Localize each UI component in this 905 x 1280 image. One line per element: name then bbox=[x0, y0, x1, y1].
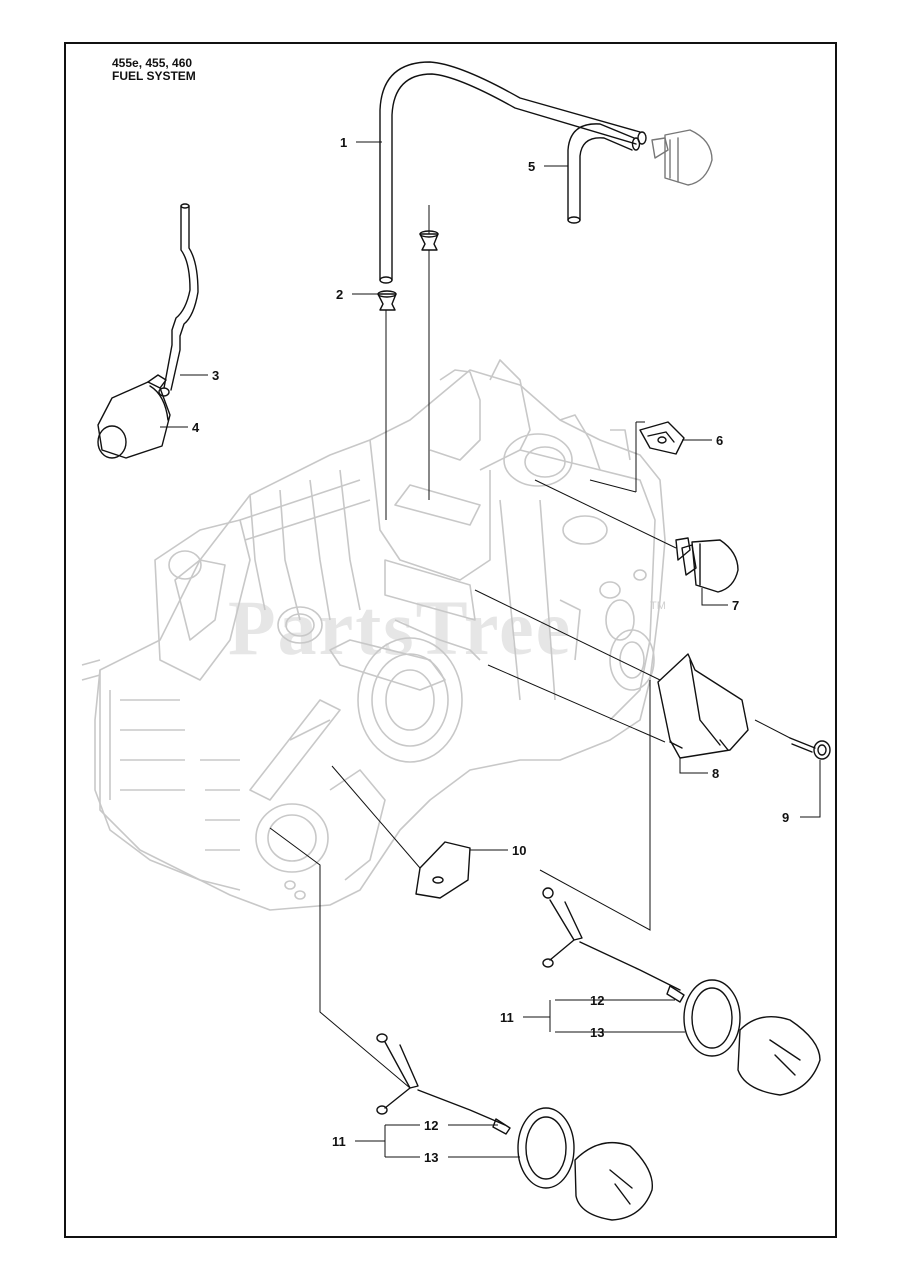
primer-bulb bbox=[675, 537, 739, 593]
callout-1: 1 bbox=[340, 135, 347, 150]
clip-6 bbox=[639, 421, 685, 455]
short-hose bbox=[567, 123, 641, 224]
diagram-header: 455e, 455, 460 FUEL SYSTEM bbox=[112, 57, 196, 83]
callout-4: 4 bbox=[192, 420, 200, 435]
callout-11-lower: 11 bbox=[332, 1134, 346, 1149]
fuel-hose bbox=[379, 61, 647, 284]
callout-12-lower: 12 bbox=[424, 1118, 438, 1133]
watermark-tm: TM bbox=[650, 600, 666, 612]
grommet-2 bbox=[377, 290, 397, 311]
callout-5: 5 bbox=[528, 159, 535, 174]
crankcase-housing bbox=[81, 359, 666, 911]
parts bbox=[97, 61, 831, 1221]
callout-8: 8 bbox=[712, 766, 719, 781]
callout-11-upper: 11 bbox=[500, 1010, 514, 1025]
callout-9: 9 bbox=[782, 810, 789, 825]
callout-13-upper: 13 bbox=[590, 1025, 604, 1040]
section-title: FUEL SYSTEM bbox=[112, 69, 196, 83]
callout-10: 10 bbox=[512, 843, 526, 858]
callouts: 1 2 3 4 5 6 7 8 9 10 11 12 13 11 12 13 bbox=[192, 135, 789, 1165]
callout-13-lower: 13 bbox=[424, 1150, 438, 1165]
fuel-cap-upper bbox=[542, 887, 821, 1096]
callout-12-upper: 12 bbox=[590, 993, 604, 1008]
callout-6: 6 bbox=[716, 433, 723, 448]
screw-9 bbox=[789, 737, 831, 760]
diagram-frame bbox=[64, 42, 837, 1238]
pickup-hose bbox=[158, 203, 199, 397]
model-numbers: 455e, 455, 460 bbox=[112, 56, 193, 70]
fuel-cap-lower bbox=[376, 1033, 654, 1221]
callout-3: 3 bbox=[212, 368, 219, 383]
bracket-10 bbox=[415, 841, 471, 899]
callout-2: 2 bbox=[336, 287, 343, 302]
callout-7: 7 bbox=[732, 598, 739, 613]
primer-bulb-top bbox=[651, 129, 713, 186]
fuel-filter bbox=[97, 374, 171, 459]
cover-plate bbox=[657, 653, 749, 759]
leader-lines bbox=[160, 141, 821, 1158]
